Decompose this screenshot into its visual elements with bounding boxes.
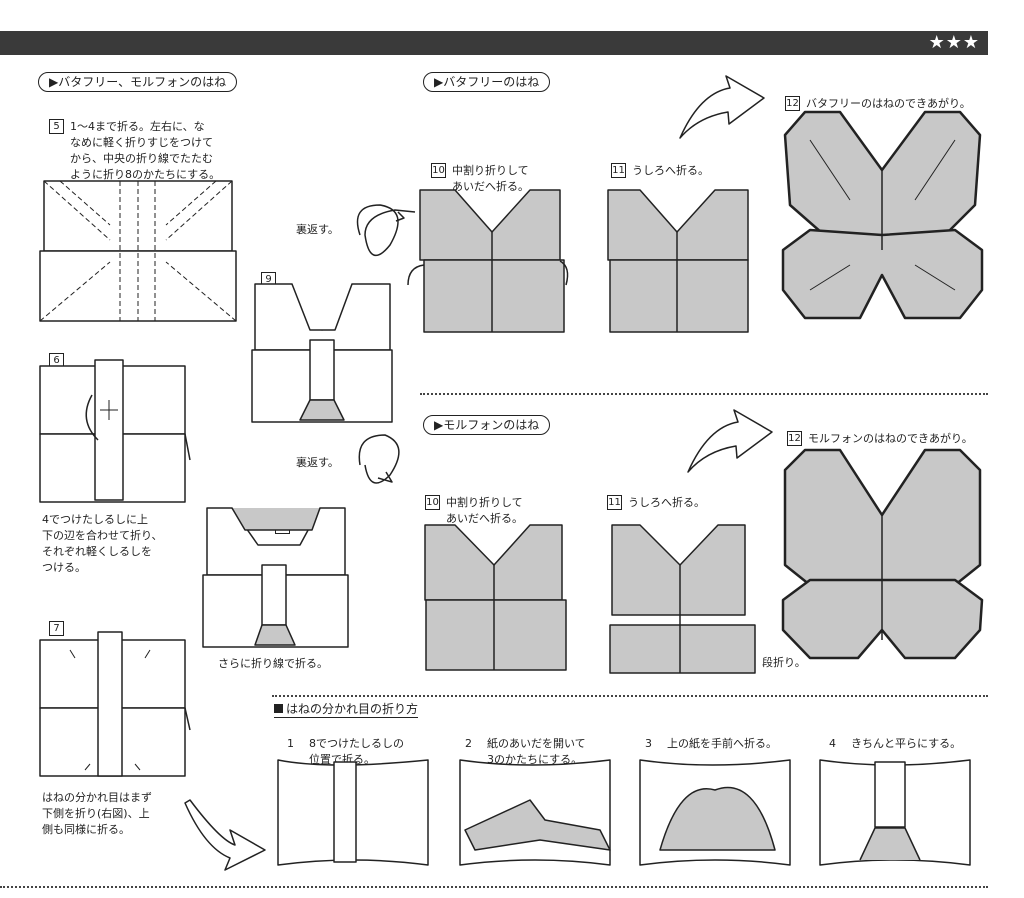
turn-over-label-1: 裏返す。 bbox=[296, 223, 339, 236]
ws-step-3: 3 上の紙を手前へ折る。 bbox=[638, 720, 777, 752]
step-number: 10 bbox=[425, 495, 440, 510]
step-text: モルフォンのはねのできあがり。 bbox=[808, 432, 973, 445]
step-7-number-wrap: 7 bbox=[42, 605, 70, 637]
step-number: 7 bbox=[49, 621, 64, 636]
step-number: 11 bbox=[611, 163, 626, 178]
ws-2-diagram bbox=[459, 759, 611, 866]
step-text: 紙のあいだを開いて 3のかたちにする。 bbox=[487, 737, 586, 766]
heading-butterfree-venomoth-wings: ▶バタフリー、モルフォンのはね bbox=[38, 72, 238, 92]
step-8-diagram bbox=[202, 507, 349, 648]
ws-3-diagram bbox=[639, 759, 791, 866]
step-9-diagram bbox=[251, 283, 393, 423]
step-text: 中割り折りして あいだへ折る。 bbox=[452, 164, 529, 193]
step-text: うしろへ折る。 bbox=[632, 164, 709, 177]
step-text: 8でつけたしるしの 位置で折る。 bbox=[309, 737, 404, 766]
step-number: 1 bbox=[287, 737, 294, 750]
heading-venomoth-wings: ▶モルフォンのはね bbox=[423, 415, 551, 435]
step-number: 3 bbox=[645, 737, 652, 750]
heading-butterfree-wings: ▶バタフリーのはね bbox=[423, 72, 551, 92]
vm-step-11: 11 うしろへ折る。 bbox=[600, 479, 705, 511]
bf-step-11: 11 うしろへ折る。 bbox=[604, 147, 709, 179]
step-number: 10 bbox=[431, 163, 446, 178]
bf-step-10: 10 中割り折りして あいだへ折る。 bbox=[424, 147, 529, 195]
step-number: 4 bbox=[829, 737, 836, 750]
step-7-diagram bbox=[39, 631, 191, 777]
bf-final-butterfly bbox=[781, 110, 984, 320]
section-divider bbox=[420, 393, 988, 395]
turn-over-arrow-icon bbox=[356, 204, 416, 257]
wing-split-heading: はねの分かれ目の折り方 bbox=[274, 701, 419, 718]
vm-step-10: 10 中割り折りして あいだへ折る。 bbox=[418, 479, 523, 527]
vm-step-11-diagram bbox=[609, 524, 756, 674]
arrow-right-icon bbox=[679, 75, 765, 139]
step-number: 2 bbox=[465, 737, 472, 750]
vm-step-12: 12 モルフォンのはねのできあがり。 bbox=[780, 415, 973, 447]
section-divider bbox=[272, 695, 988, 697]
ws-step-1: 1 8でつけたしるしの 位置で折る。 bbox=[280, 720, 404, 768]
step-number: 12 bbox=[787, 431, 802, 446]
ws-4-diagram bbox=[819, 759, 971, 866]
step-number: 5 bbox=[49, 119, 64, 134]
section-divider bbox=[0, 886, 988, 888]
header-bar: ★★★ bbox=[0, 31, 988, 55]
arrow-right-icon bbox=[184, 799, 266, 871]
vm-final-butterfly bbox=[781, 448, 984, 660]
arrow-right-icon bbox=[687, 409, 773, 473]
square-bullet-icon bbox=[274, 704, 283, 713]
step-text: きちんと平らにする。 bbox=[851, 737, 962, 750]
step-6-text: 4でつけたしるしに上 下の辺を合わせて折り、 それぞれ軽くしるしを つける。 bbox=[42, 513, 163, 574]
difficulty-stars: ★★★ bbox=[928, 32, 980, 53]
bf-step-10-diagram bbox=[407, 189, 569, 333]
ws-step-2: 2 紙のあいだを開いて 3のかたちにする。 bbox=[458, 720, 586, 768]
ws-step-4: 4 きちんと平らにする。 bbox=[822, 720, 961, 752]
step-text: 中割り折りして あいだへ折る。 bbox=[446, 496, 523, 525]
turn-over-label-2: 裏返す。 bbox=[296, 456, 339, 469]
vm-step-11-note: 段折り。 bbox=[762, 656, 806, 669]
step-number: 12 bbox=[785, 96, 800, 111]
step-7-text: はねの分かれ目はまず 下側を折り(右図)、上 側も同様に折る。 bbox=[42, 791, 152, 836]
step-text: バタフリーのはねのできあがり。 bbox=[806, 97, 971, 110]
bf-step-11-diagram bbox=[607, 189, 749, 333]
step-text: 1〜4まで折る。左右に、な なめに軽く折りすじをつけて から、中央の折り線でたた… bbox=[70, 120, 221, 181]
step-text: 上の紙を手前へ折る。 bbox=[667, 737, 777, 750]
step-5-diagram bbox=[39, 180, 237, 322]
step-number: 11 bbox=[607, 495, 622, 510]
step-6-diagram bbox=[39, 359, 191, 503]
step-8-caption: さらに折り線で折る。 bbox=[218, 657, 328, 670]
bf-step-12: 12 バタフリーのはねのできあがり。 bbox=[778, 80, 971, 112]
ws-1-diagram bbox=[277, 759, 429, 866]
turn-over-arrow-icon bbox=[358, 434, 400, 484]
step-5: 5 1〜4まで折る。左右に、な なめに軽く折りすじをつけて から、中央の折り線でた… bbox=[42, 103, 220, 183]
vm-step-10-diagram bbox=[424, 524, 567, 671]
step-text: うしろへ折る。 bbox=[628, 496, 705, 509]
